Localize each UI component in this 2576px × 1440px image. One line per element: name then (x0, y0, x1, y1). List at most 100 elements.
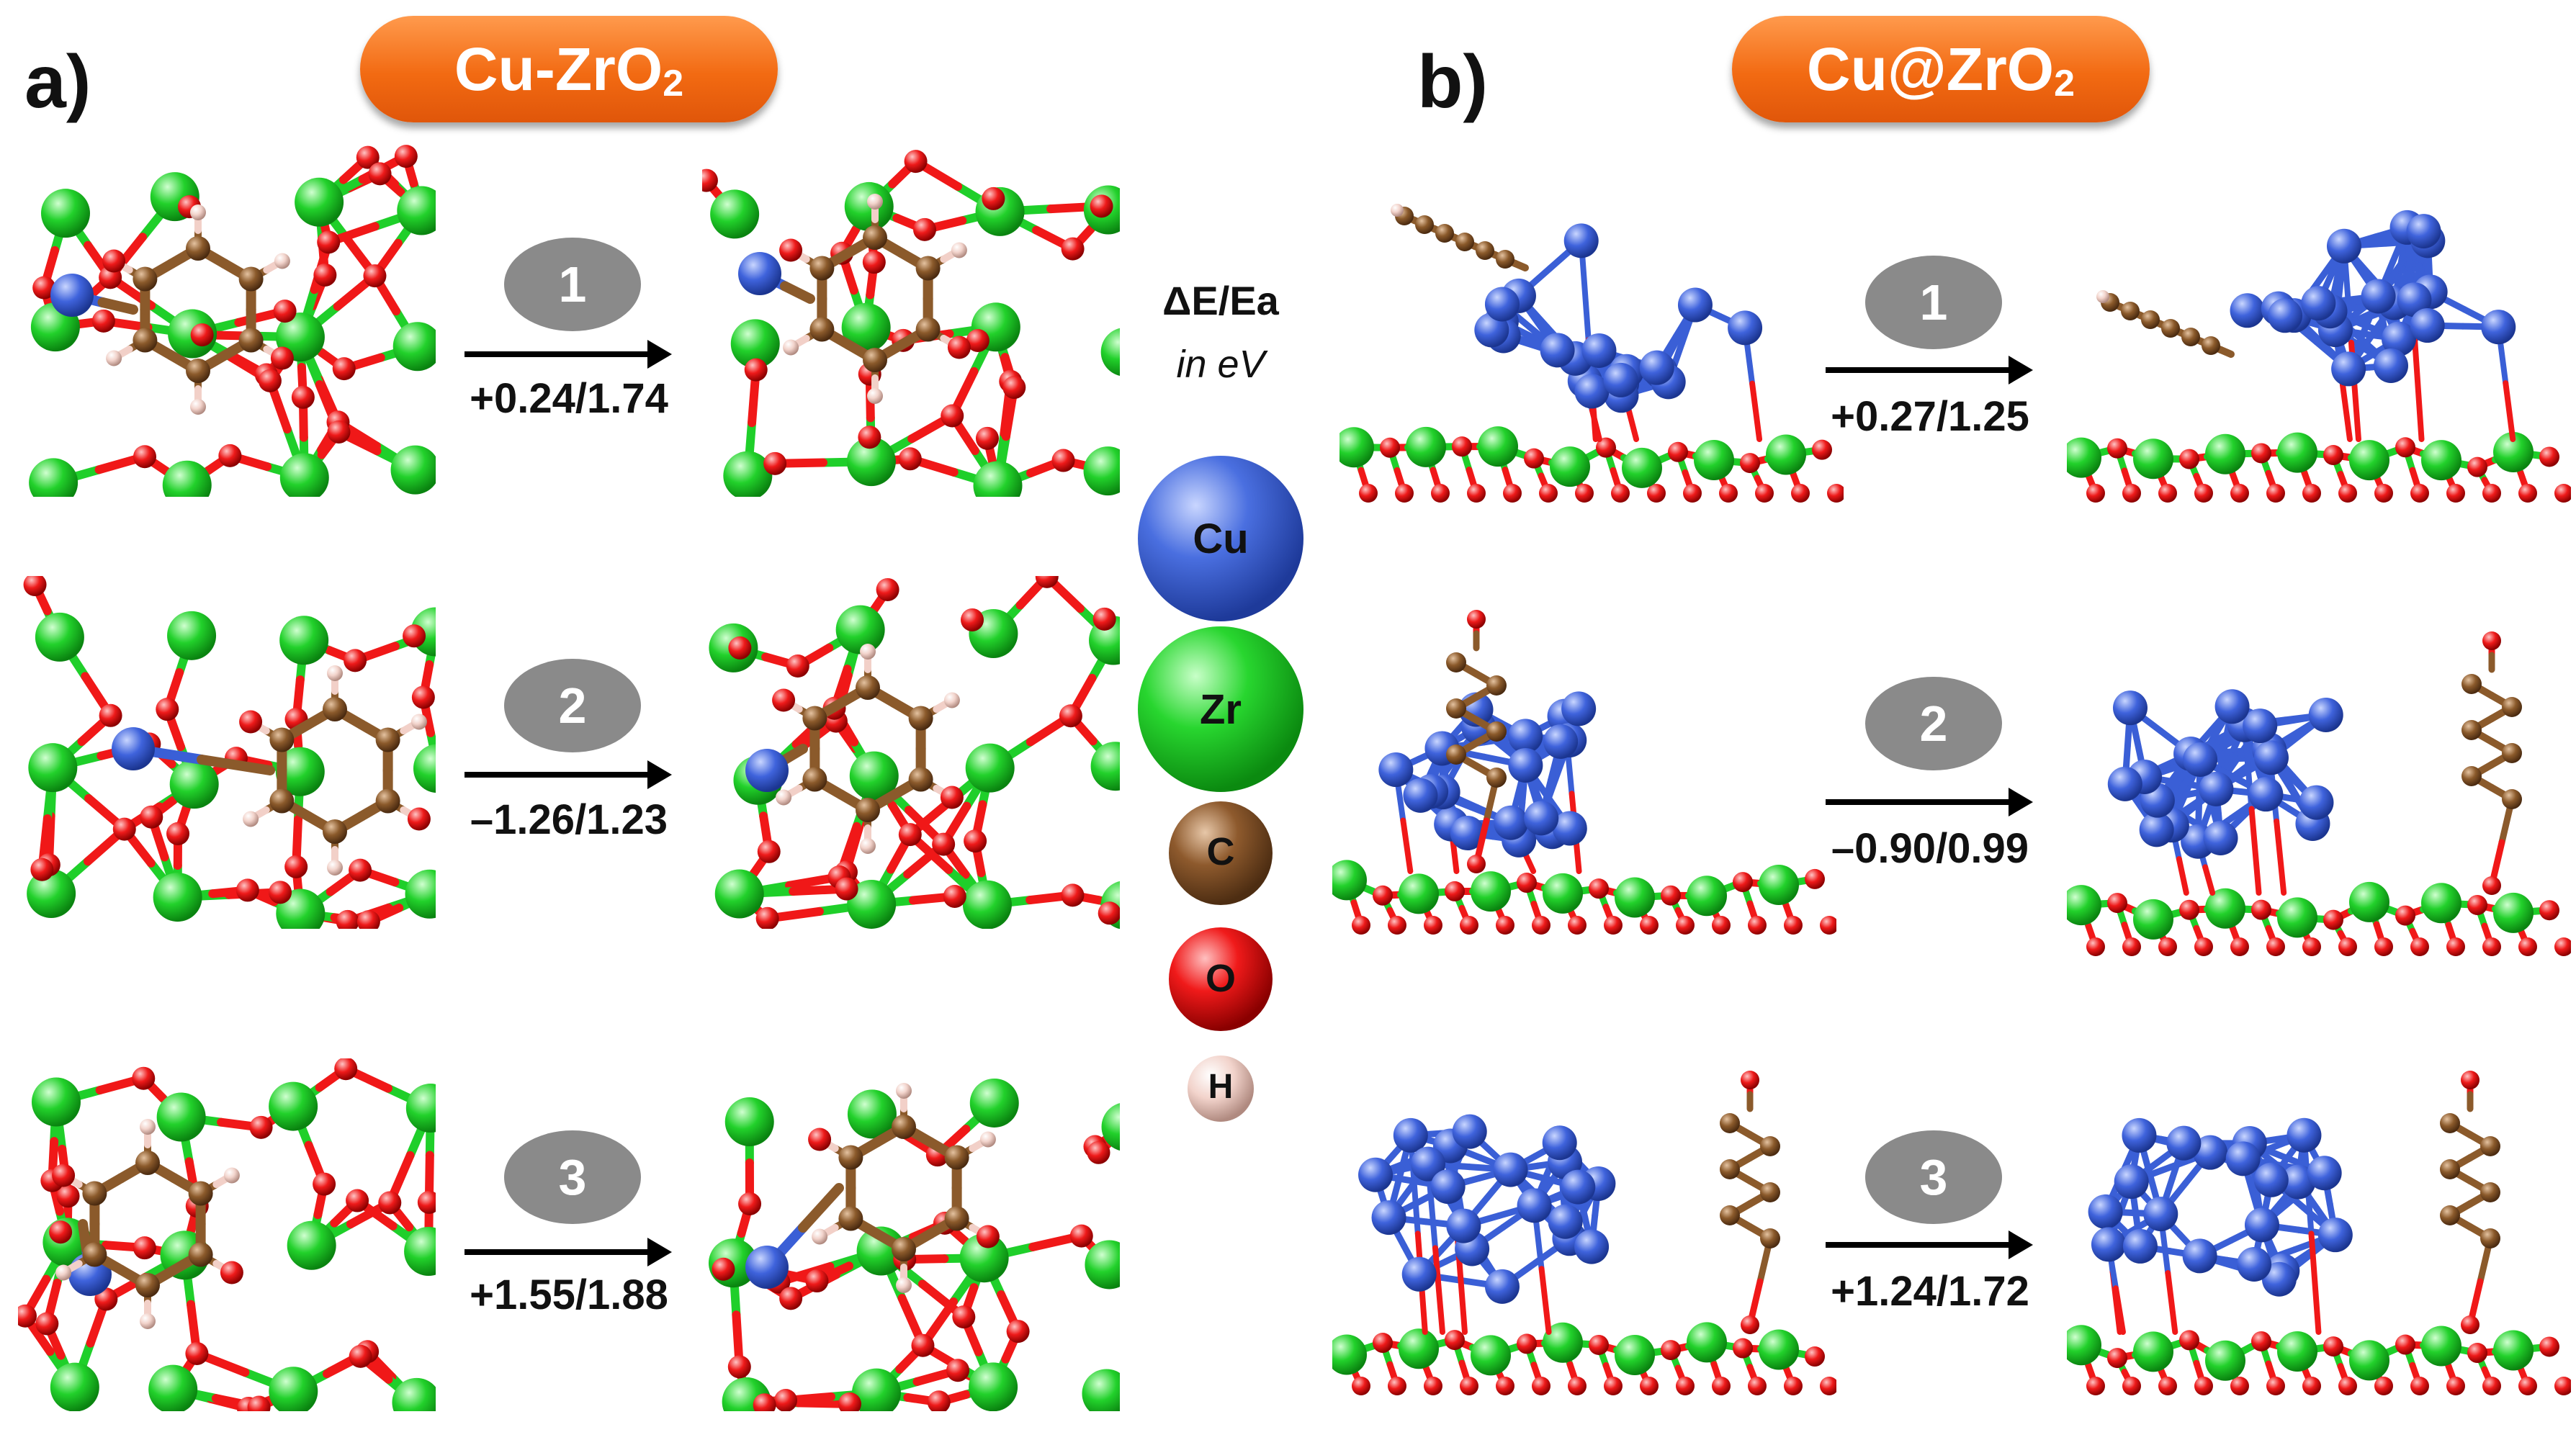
o-atom (943, 884, 966, 908)
c-atom (1760, 1136, 1780, 1156)
o-atom (2251, 1331, 2271, 1351)
zr-atom (965, 743, 1015, 793)
zr-atom (1478, 426, 1518, 467)
zr-atom (2349, 1340, 2389, 1381)
o-atom (862, 251, 886, 274)
c-atom (2461, 766, 2482, 786)
zr-atom (730, 319, 780, 369)
o-atom (858, 426, 881, 449)
zr-atom (1085, 1240, 1120, 1290)
h-atom (1391, 204, 1404, 217)
zr-atom (969, 1362, 1018, 1411)
zr-atom (162, 460, 212, 497)
o-atom (2266, 937, 2285, 956)
zr-atom (1083, 446, 1120, 496)
o-atom (1460, 916, 1478, 935)
cu-atom (1401, 1256, 1437, 1292)
c-atom (1455, 233, 1474, 251)
o-atom (1661, 1340, 1681, 1361)
zr-atom (275, 747, 325, 796)
cu-atom (2244, 1207, 2279, 1243)
c-atom (2202, 336, 2220, 355)
o-atom (2482, 876, 2501, 895)
o-atom (30, 858, 54, 881)
o-atom (1741, 1071, 1759, 1089)
zr-atom (1332, 860, 1367, 901)
o-atom (411, 685, 435, 709)
o-atom (1445, 881, 1465, 901)
zr-atom (287, 1220, 336, 1270)
c-atom (1760, 1182, 1780, 1202)
o-atom (56, 1184, 80, 1208)
o-atom (1805, 868, 1825, 889)
c-atom (1486, 721, 1507, 742)
o-atom (132, 1066, 156, 1090)
zr-atom (1399, 873, 1439, 914)
o-atom (336, 909, 359, 929)
o-atom (291, 385, 315, 409)
bond (97, 297, 138, 315)
cu-atom (2406, 214, 2441, 249)
zr-atom (846, 437, 896, 487)
o-atom (898, 823, 922, 847)
o-atom (1676, 1377, 1695, 1395)
o-atom (2467, 894, 2487, 915)
o-atom (772, 688, 796, 712)
c-atom (2502, 697, 2522, 717)
cu-atom (1542, 1125, 1577, 1161)
o-atom (2122, 1377, 2141, 1395)
bond (2339, 382, 2353, 442)
o-atom (976, 1225, 1000, 1248)
o-atom (2518, 1377, 2537, 1395)
o-atom (2230, 1377, 2249, 1395)
cu-atom (2199, 771, 2234, 806)
o-atom (94, 1287, 118, 1311)
o-atom (1467, 484, 1486, 503)
o-atom (898, 447, 922, 471)
o-atom (1380, 437, 1400, 458)
c-atom (892, 1115, 916, 1139)
o-atom (2410, 937, 2429, 956)
step-2-badge-a: 2 (504, 659, 641, 752)
c-atom (2440, 1159, 2460, 1179)
panel-b-title-main: Cu@ZrO (1806, 35, 2055, 103)
cu-atom (1603, 362, 1638, 397)
o-atom (911, 1333, 935, 1357)
o-atom (32, 276, 56, 300)
c-atom (915, 317, 941, 342)
o-atom (1755, 484, 1774, 503)
zr-atom (962, 880, 1012, 929)
o-atom (1035, 576, 1059, 588)
cu-atom (112, 727, 155, 770)
h-atom-icon (1188, 1056, 1254, 1122)
o-atom (2251, 899, 2271, 920)
o-atom (407, 807, 431, 831)
o-atom (1532, 1377, 1550, 1395)
cu-atom (2261, 1261, 2297, 1297)
o-atom (1061, 883, 1085, 907)
c-atom (1476, 241, 1494, 260)
h-atom (274, 253, 290, 269)
cu-atom (2281, 1164, 2316, 1200)
o-atom (2446, 484, 2465, 503)
c-atom (1720, 1205, 1740, 1225)
step-2-energy-a: –1.26/1.23 (470, 796, 668, 843)
o-atom (2158, 1377, 2177, 1395)
h-atom (55, 1264, 72, 1281)
zr-atom (1615, 1335, 1655, 1376)
c-atom (863, 348, 887, 372)
zr-atom (405, 1084, 436, 1133)
h-atom (812, 1228, 828, 1245)
zr-atom (269, 1367, 318, 1411)
zr-atom (1082, 1369, 1120, 1411)
cu-atom (1508, 747, 1543, 783)
o-atom (1820, 1377, 1836, 1395)
cu-atom (1450, 816, 1485, 851)
o-atom (1467, 610, 1486, 629)
o-atom (2467, 456, 2487, 477)
cu-atom (1446, 1208, 1481, 1243)
step-1-energy-b: +0.27/1.25 (1831, 393, 2029, 440)
c-atom (1486, 675, 1507, 696)
c-atom (908, 706, 933, 731)
h-atom (140, 1313, 156, 1329)
